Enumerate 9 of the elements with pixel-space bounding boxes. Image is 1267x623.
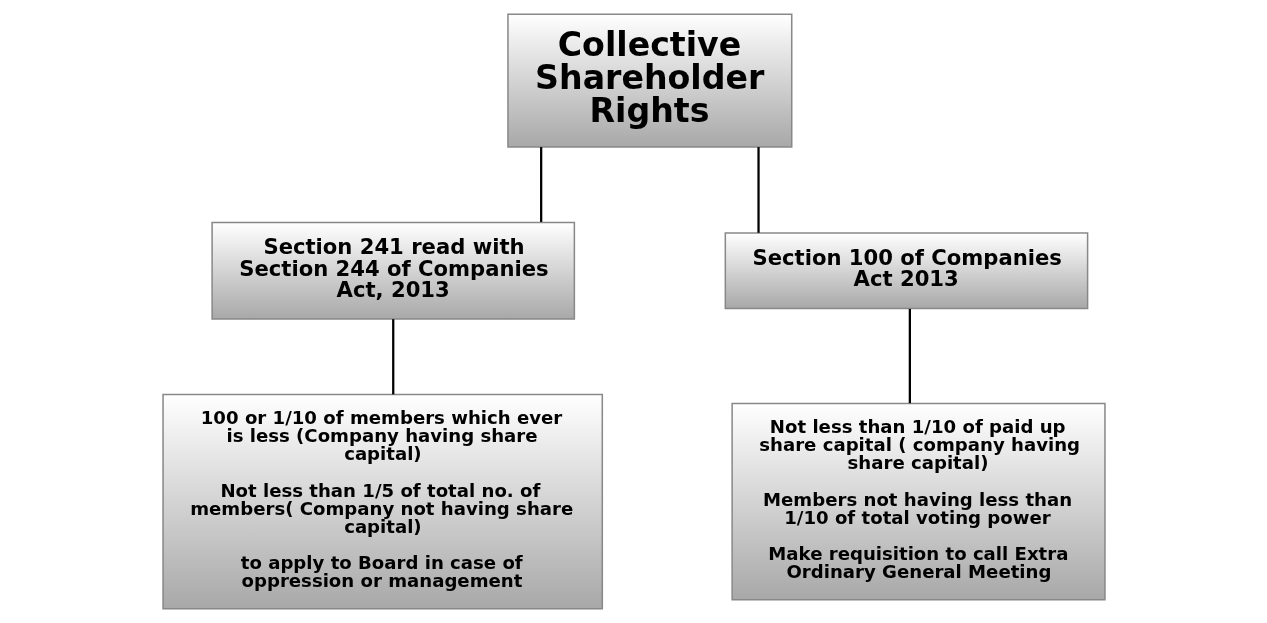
node-box: Section 100 of Companies Act 2013 [724,232,1088,310]
node-box: 100 or 1/10 of members which ever is less (Company having share capital) Not less than 1/5 of total no. of members( Company not having share capital) to apply to Board in case of oppression or management [161,393,603,610]
connector [391,319,394,395]
connector [756,147,760,233]
node-box: Section 241 read with Section 244 of Companies Act, 2013 [210,221,575,320]
connector [908,308,911,404]
node-box: Not less than 1/10 of paid up share capital ( company having share capital) Members not having less than 1/10 of total voting power Make requisition to call Extra Ordinary General Meeting [730,402,1106,601]
node-box: Collective Shareholder Rights [506,13,792,148]
connector [539,147,542,222]
